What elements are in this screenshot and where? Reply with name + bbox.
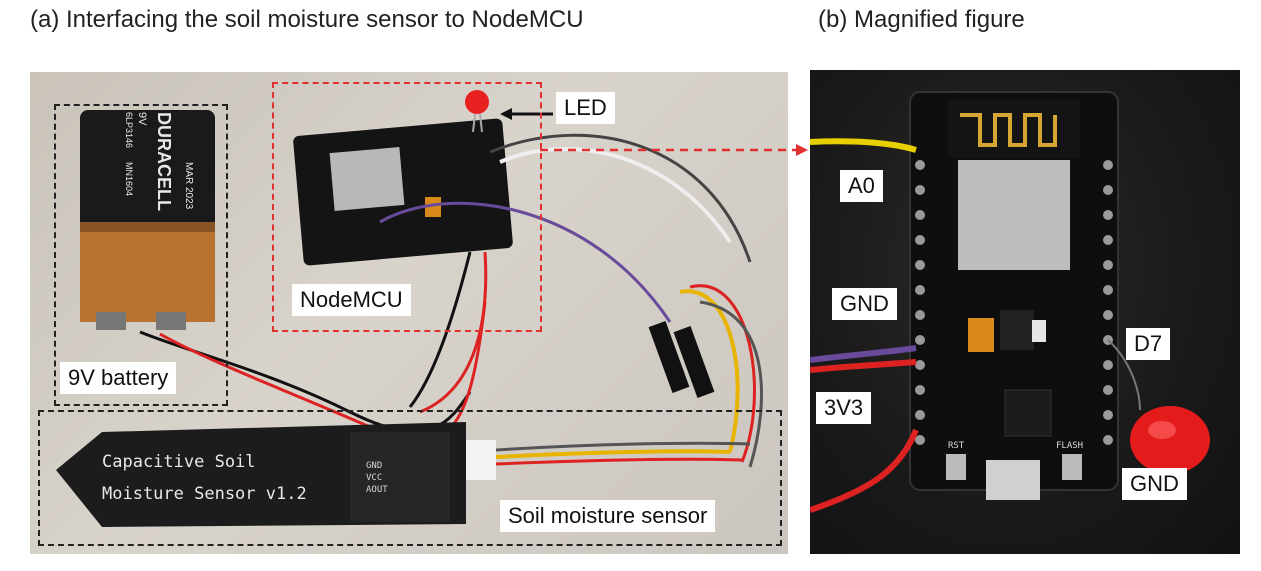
- pin-gnd-right-label: GND: [1122, 468, 1187, 500]
- led-label: LED: [556, 92, 615, 124]
- battery-illustration: [80, 110, 215, 330]
- pin-d7-label: D7: [1126, 328, 1171, 360]
- svg-text:FLASH: FLASH: [1056, 441, 1083, 451]
- svg-text:VCC: VCC: [366, 473, 382, 483]
- battery-label: 9V battery: [60, 362, 177, 394]
- svg-text:AOUT: AOUT: [366, 485, 388, 495]
- nodemcu-board-illustration: [293, 118, 513, 266]
- setup-photo: GND VCC AOUT DURACELL 9V 6LP3146 MN1604 …: [30, 72, 788, 554]
- panel-a-title: (a) Interfacing the soil moisture sensor…: [30, 6, 584, 33]
- magnified-illustration: RST FLASH: [810, 91, 1210, 513]
- sensor-print-line2: Moisture Sensor v1.2: [102, 484, 307, 504]
- svg-text:RST: RST: [948, 441, 965, 451]
- sensor-probe-illustration: [56, 422, 496, 527]
- pin-3v3-label: 3V3: [816, 392, 872, 424]
- svg-text:GND: GND: [366, 461, 382, 471]
- soil-sensor-label: Soil moisture sensor: [500, 500, 716, 532]
- nodemcu-highlight-box: [272, 82, 542, 332]
- sensor-print-line1: Capacitive Soil: [102, 452, 256, 472]
- nodemcu-label: NodeMCU: [292, 284, 411, 316]
- pin-gnd-left-label: GND: [832, 288, 897, 320]
- panel-b-title: (b) Magnified figure: [818, 6, 1025, 33]
- pin-a0-label: A0: [840, 170, 883, 202]
- magnified-photo: RST FLASH A0 GND 3V3 D7 GND: [810, 70, 1240, 554]
- sensor-highlight-box: [38, 410, 782, 546]
- setup-illustration: GND VCC AOUT: [56, 90, 763, 527]
- battery-highlight-box: [54, 104, 228, 406]
